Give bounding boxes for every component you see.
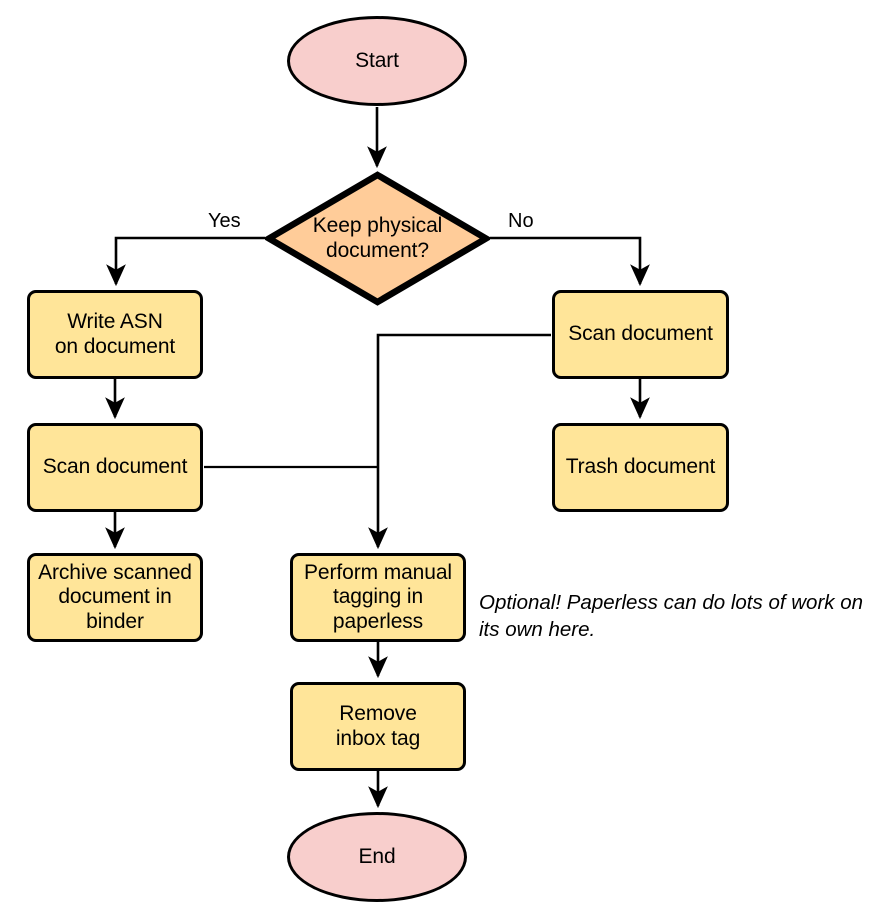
edge-label-yes: Yes [208, 210, 241, 232]
node-remove-inbox-tag[interactable]: Remove inbox tag [290, 682, 466, 771]
edge-decision-no-to-scan-right [490, 236, 650, 287]
edge-label-no: No [508, 210, 534, 232]
node-start-label: Start [355, 48, 399, 72]
node-keep-physical-document[interactable]: Keep physical document? [265, 171, 490, 306]
edge-scan-right-to-tagging [368, 333, 551, 550]
node-scan-document-right-label: Scan document [568, 322, 713, 346]
node-perform-manual-tagging[interactable]: Perform manual tagging in paperless [290, 553, 466, 642]
node-trash-document-label: Trash document [565, 455, 716, 479]
node-scan-document-left-label: Scan document [42, 455, 188, 479]
node-archive-scanned-document-label: Archive scanned document in binder [38, 560, 192, 633]
node-trash-document[interactable]: Trash document [552, 423, 729, 512]
node-start[interactable]: Start [287, 16, 467, 106]
node-write-asn-on-document[interactable]: Write ASN on document [27, 290, 203, 379]
node-write-asn-on-document-label: Write ASN on document [54, 309, 176, 358]
node-scan-document-right[interactable]: Scan document [552, 290, 729, 379]
node-perform-manual-tagging-label: Perform manual tagging in paperless [304, 560, 452, 633]
node-end-label: End [358, 844, 396, 868]
node-archive-scanned-document[interactable]: Archive scanned document in binder [27, 553, 203, 642]
node-remove-inbox-tag-label: Remove inbox tag [335, 701, 421, 750]
optional-note: Optional! Paperless can do lots of work … [479, 591, 864, 641]
node-end[interactable]: End [287, 812, 467, 902]
node-scan-document-left[interactable]: Scan document [27, 423, 203, 512]
node-keep-physical-document-label: Keep physical document? [312, 213, 443, 262]
edge-decision-yes-to-write-asn [106, 236, 265, 287]
diamond-shape [265, 171, 490, 306]
